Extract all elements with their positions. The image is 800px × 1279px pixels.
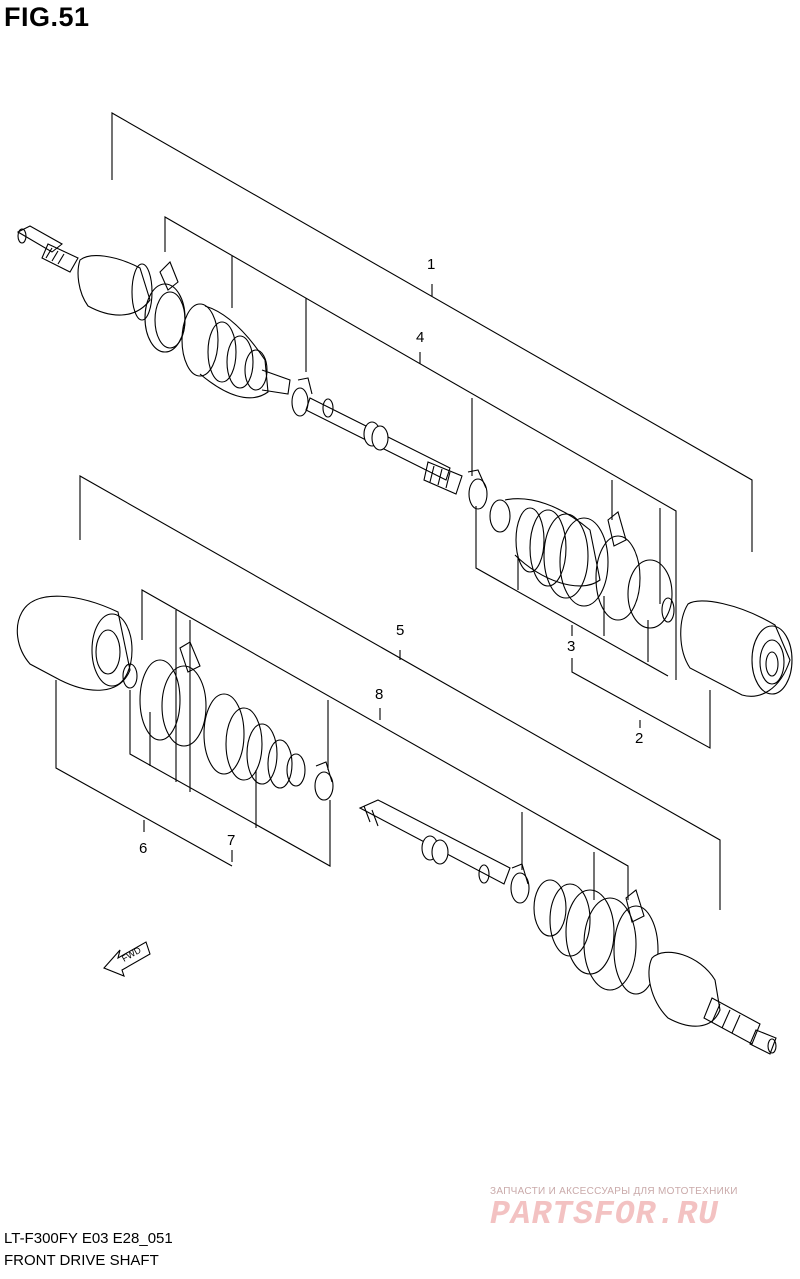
model-code: LT-F300FY E03 E28_051 <box>4 1230 173 1247</box>
callout-3: 3 <box>567 638 576 655</box>
callout-6: 6 <box>139 840 148 857</box>
upper-band-clamp-a <box>144 261 186 353</box>
lower-inner-boot <box>203 693 306 789</box>
upper-outer-boot <box>181 303 291 399</box>
lower-band-clamp-a <box>139 641 207 747</box>
lower-band-clamp-b <box>613 889 659 995</box>
leader-lines <box>55 112 753 910</box>
watermark-logo: PARTSFOR.RU <box>490 1196 719 1233</box>
upper-inner-boot <box>489 498 609 607</box>
upper-shaft <box>305 397 463 495</box>
upper-outer-cv-joint <box>77 255 153 321</box>
lower-outer-boot <box>533 879 637 991</box>
figure-title: FIG.51 <box>4 2 90 32</box>
lower-shaft <box>358 799 511 885</box>
lower-small-clamp-a <box>314 761 334 801</box>
section-name: FRONT DRIVE SHAFT <box>4 1252 159 1269</box>
callout-7: 7 <box>227 832 236 849</box>
upper-shaft-assembly <box>16 225 793 697</box>
lower-snap-ring <box>122 663 138 689</box>
upper-small-clamp-b <box>467 469 488 510</box>
upper-outer-spline <box>16 225 79 273</box>
callout-4: 4 <box>416 329 425 346</box>
callout-1: 1 <box>427 256 436 273</box>
fwd-arrow-icon: FWD <box>103 941 151 977</box>
lower-shaft-assembly <box>16 595 777 1055</box>
upper-snap-ring <box>627 559 675 629</box>
watermark-tagline: ЗАПЧАСТИ И АКСЕССУАРЫ ДЛЯ МОТОТЕХНИКИ <box>490 1186 738 1197</box>
lower-inner-cv-housing <box>16 595 133 691</box>
callout-5: 5 <box>396 622 405 639</box>
lower-outer-cv-joint <box>648 951 721 1027</box>
upper-band-clamp-b <box>595 511 641 621</box>
callout-2: 2 <box>635 730 644 747</box>
callout-8: 8 <box>375 686 384 703</box>
upper-inner-cv-housing <box>680 600 793 697</box>
lower-outer-spline <box>703 997 777 1055</box>
lower-small-clamp-b <box>510 863 530 904</box>
upper-small-clamp-a <box>291 377 313 417</box>
